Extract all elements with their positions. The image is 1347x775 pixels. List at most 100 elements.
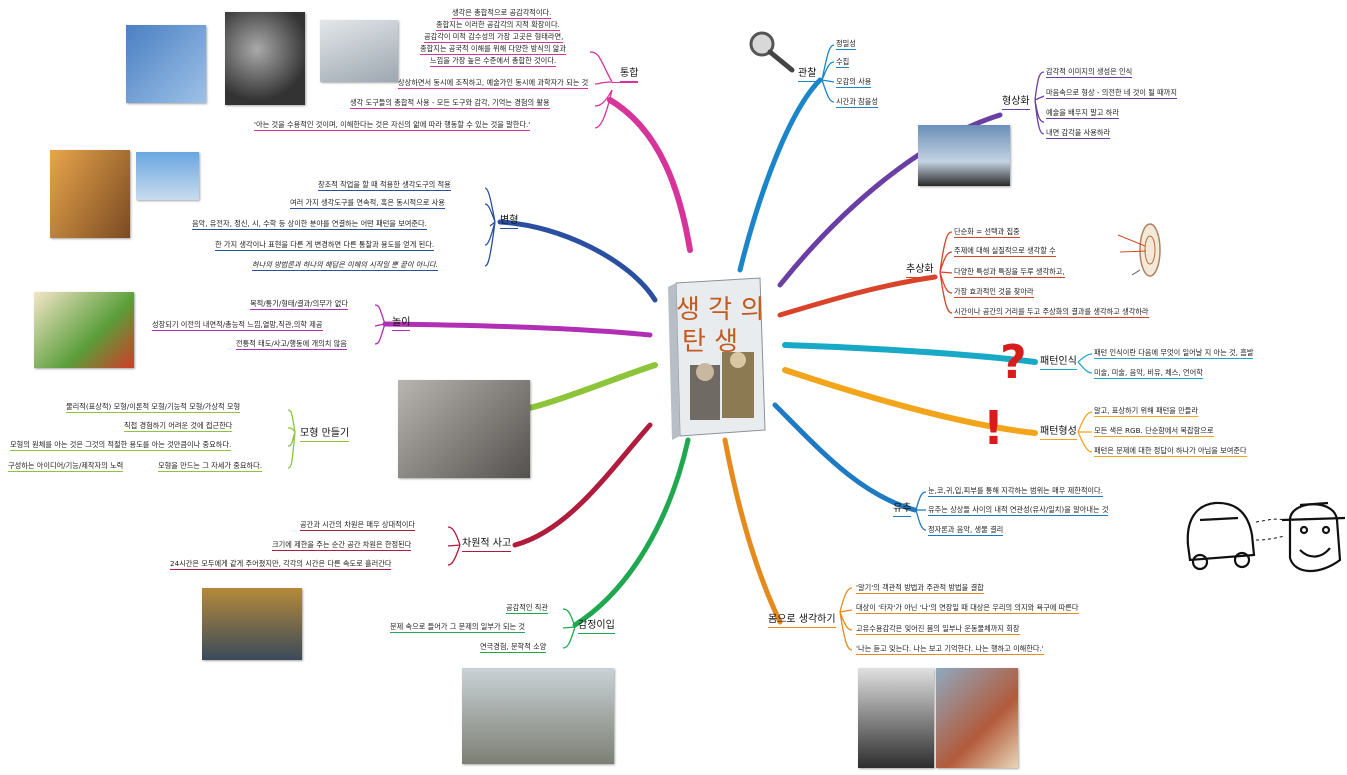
gwanchal-item-1: 정밀성 xyxy=(836,39,856,50)
branch-label-gamjeong: 감정이입 xyxy=(578,620,615,634)
cat-lion-mirror-image xyxy=(50,150,130,238)
chusanghwa-item-5: 시간이나 공간의 거리를 두고 주상화의 결과를 생각하고 생각하라 xyxy=(954,307,1149,318)
chawon-item-2: 크기에 제한을 주는 순간 공간 차원은 한정된다 xyxy=(272,540,412,551)
exclamation-icon: ! xyxy=(983,401,1004,455)
hyeongsanghwa-item-1: 감각적 이미지의 생성은 인식 xyxy=(1046,67,1133,78)
chusanghwa-item-3: 다양한 특성과 특징을 두루 생각하고, xyxy=(954,267,1065,278)
branch-label-paeteon-insik: 패턴인식 xyxy=(1040,356,1077,370)
branch-label-mohyeong: 모형 만들기 xyxy=(300,428,350,442)
branch-line-gwanchal xyxy=(737,77,823,273)
branch-label-byeonhyeong: 변형 xyxy=(500,215,519,229)
branch-line-byeonhyeong xyxy=(497,219,658,303)
branch-line-nori xyxy=(382,321,653,338)
tonghap-item-3: 공감각이 미적 감수성의 가장 고곳은 형태라면, xyxy=(424,32,564,43)
branch-line-gamjeong xyxy=(572,437,691,628)
byeonhyeong-item-4: 한 가지 생각이나 표현을 다른 게 변경하면 다른 통찰과 용도를 얻게 된다… xyxy=(215,240,435,251)
tonghap-item-8: '아는 것을 수용적인 것이며, 이해한다는 것은 자신의 앎에 따라 행동할 … xyxy=(254,120,531,131)
magnifier-icon xyxy=(749,31,795,73)
chusanghwa-item-1: 단순화 = 선택과 집중 xyxy=(954,227,1020,238)
sub-branch-curves-mohyeong xyxy=(287,409,296,469)
branch-label-nori: 놀이 xyxy=(392,317,411,331)
model-city-image xyxy=(398,380,530,478)
child-lego-image xyxy=(34,292,134,368)
center-title-line2: 탄 생 xyxy=(682,327,738,357)
mom-item-2: 대상이 '타자'가 아닌 '나'의 연장일 때 대상은 우리의 의지와 욕구에 … xyxy=(856,603,1079,614)
sub-branch-curves-paeteon-insik xyxy=(1077,353,1093,374)
sub-branch-curves-tonghap xyxy=(589,51,613,129)
mohyeong-item-3: 모형의 원체를 아는 것은 그것의 적절한 용도를 아는 것만큼이나 중요하다. xyxy=(10,440,232,451)
sub-branch-curves-gamjeong xyxy=(562,608,576,649)
tonghap-item-4: 종합지는 공국적 이해를 위해 다양한 방식의 앎과 xyxy=(420,44,566,55)
branch-label-paeteon-hyeongseong: 패턴형성 xyxy=(1040,426,1077,440)
branch-label-chawon: 차원적 사고 xyxy=(462,538,512,552)
paeteon-hyeongseong-item-2: 모든 색은 RGB. 단순함에서 복잡함으로 xyxy=(1094,426,1214,437)
byeonhyeong-item-5: 하나의 방법론과 하나의 해답은 이해의 시작일 뿐 끝이 아니다. xyxy=(252,260,438,271)
sub-branch-curves-gwanchal xyxy=(821,44,835,103)
paeteon-insik-item-2: 미술, 미술, 음악, 비유, 체스, 언어학 xyxy=(1094,368,1203,379)
branch-label-gwanchal: 관찰 xyxy=(798,68,817,82)
yuchu-item-1: 눈,코,귀,입,피부를 통해 지각하는 범위는 매우 제한적이다. xyxy=(928,486,1103,497)
nori-item-1: 목적/통기/형태/결과/의무가 없다 xyxy=(250,299,348,310)
gamjeong-item-2: 문제 속으로 들어가 그 문제의 일부가 되는 것 xyxy=(390,622,526,633)
puzzle-people-image xyxy=(126,25,206,103)
tonghap-item-2: 종합지는 이러한 공감각의 지적 확장이다. xyxy=(436,20,560,31)
sub-branch-curves-mom xyxy=(839,587,853,651)
sub-branch-curves-byeonhyeong xyxy=(484,187,496,267)
chusanghwa-item-4: 가장 효과적인 것을 찾아라 xyxy=(954,287,1034,298)
paeteon-insik-item-1: 패턴 인식이란 다음에 무엇이 일어날 지 아는 것, 흠발 xyxy=(1094,348,1254,359)
center-title-line1: 생 각 의 xyxy=(676,295,764,325)
car-face-doodle xyxy=(1186,501,1346,573)
paeteon-hyeongseong-item-3: 패턴은 문제에 대한 정답이 하나가 아님을 보여준다 xyxy=(1094,446,1247,457)
mom-item-1: '알기'의 객관적 방법과 주관적 방법을 결합 xyxy=(856,583,984,594)
question-mark-icon: ? xyxy=(1000,335,1027,389)
gears-image xyxy=(225,12,305,105)
yuchu-item-3: 정자론과 음악, 생물 결리 xyxy=(928,525,1004,536)
pirate-running-image xyxy=(462,668,614,764)
sub-branch-curves-nori xyxy=(374,304,386,345)
paeteon-hyeongseong-item-1: 알고, 표상하기 위해 패턴을 만들라 xyxy=(1094,406,1198,417)
branch-line-mohyeong xyxy=(517,362,658,413)
sub-branch-curves-chusanghwa xyxy=(939,231,953,314)
mohyeong-item-1: 물리적(표상적) 모형/이론적 모형/기능적 모형/가상적 모형 xyxy=(66,402,241,413)
sculpture-loop-image xyxy=(136,152,199,200)
sunrise-person-image xyxy=(918,125,1010,186)
target-icon xyxy=(1117,223,1161,277)
byeonhyeong-item-1: 창조적 작업을 할 때 적용한 생각도구의 적용 xyxy=(318,180,451,191)
mohyeong-item-4: 구성하는 아이디어/기능/제작자의 노력 xyxy=(8,461,124,472)
branch-label-mom: 몸으로 생각하기 xyxy=(768,614,836,628)
puzzle-pieces-image xyxy=(320,20,398,82)
tonghap-item-6: 상상하면서 동시에 조직하고, 예술가인 동시에 과학자가 되는 것 xyxy=(398,78,589,89)
branch-line-tonghap xyxy=(607,97,693,253)
branch-underline-tonghap xyxy=(612,82,638,83)
branch-line-chawon xyxy=(512,422,653,548)
gamjeong-item-3: 연극경험, 문학적 소양 xyxy=(480,642,547,653)
sub-branch-curves-paeteon-hyeongseong xyxy=(1077,411,1093,453)
hyeongsanghwa-item-3: 예술을 배우지 말고 하라 xyxy=(1046,108,1119,119)
mom-item-4: '나는 듣고 잊는다. 나는 보고 기억한다. 나는 행하고 이해한다.' xyxy=(856,644,1044,655)
branch-label-yuchu: 유추 xyxy=(893,503,912,517)
thinker-statue-image xyxy=(858,668,934,768)
chusanghwa-item-2: 주제에 대해 실질적으로 생각할 수 xyxy=(954,246,1056,257)
tonghap-item-7: 생각 도구들의 총합적 사용 - 모든 도구와 감각, 기억는 경험의 활용 xyxy=(350,98,550,109)
nori-item-2: 성장되기 이전의 내면적/총능적 느낌,열망,직관,의학 제공 xyxy=(152,320,323,331)
tonghap-item-1: 생각은 총합적으로 공감각적이다. xyxy=(452,8,552,19)
branch-line-mom xyxy=(722,437,783,625)
gwanchal-item-2: 수집 xyxy=(836,57,850,68)
sub-branch-curves-hyeongsanghwa xyxy=(1034,71,1045,135)
center-book xyxy=(668,277,766,440)
gwanchal-item-4: 시간과 참을성 xyxy=(836,97,878,108)
branch-label-chusanghwa: 추상화 xyxy=(906,264,934,278)
gwanchal-item-3: 오감의 사용 xyxy=(836,77,872,88)
mohyeong-item-5: 모형을 만드는 그 자세가 중요하다. xyxy=(158,461,262,472)
mom-item-3: 고유수용감각은 잊어진 몸의 일부나 운동물체까지 회장 xyxy=(856,624,1020,635)
branch-label-tonghap: 통합 xyxy=(620,68,639,82)
branch-label-hyeongsanghwa: 형상화 xyxy=(1002,96,1030,110)
yuchu-item-2: 유추는 상상들 사이의 내적 연관성(유사/일치)을 알아내는 것 xyxy=(928,505,1109,516)
byeonhyeong-item-2: 여러 가지 생각도구를 연속적, 혹은 동시적으로 사용 xyxy=(290,198,445,209)
tonghap-item-5: 느낌을 가장 높은 수준에서 총합한 것이다. xyxy=(430,56,557,67)
melting-clocks-image xyxy=(202,588,302,660)
sub-branch-curves-chawon xyxy=(447,526,461,566)
byeonhyeong-item-3: 음악, 유전자, 정신, 시, 수학 등 상이한 분야를 연결하는 어떤 패턴을… xyxy=(192,219,427,230)
book-sculpture-image xyxy=(936,668,1018,768)
hyeongsanghwa-item-4: 내면 감각을 사용하라 xyxy=(1046,128,1111,139)
